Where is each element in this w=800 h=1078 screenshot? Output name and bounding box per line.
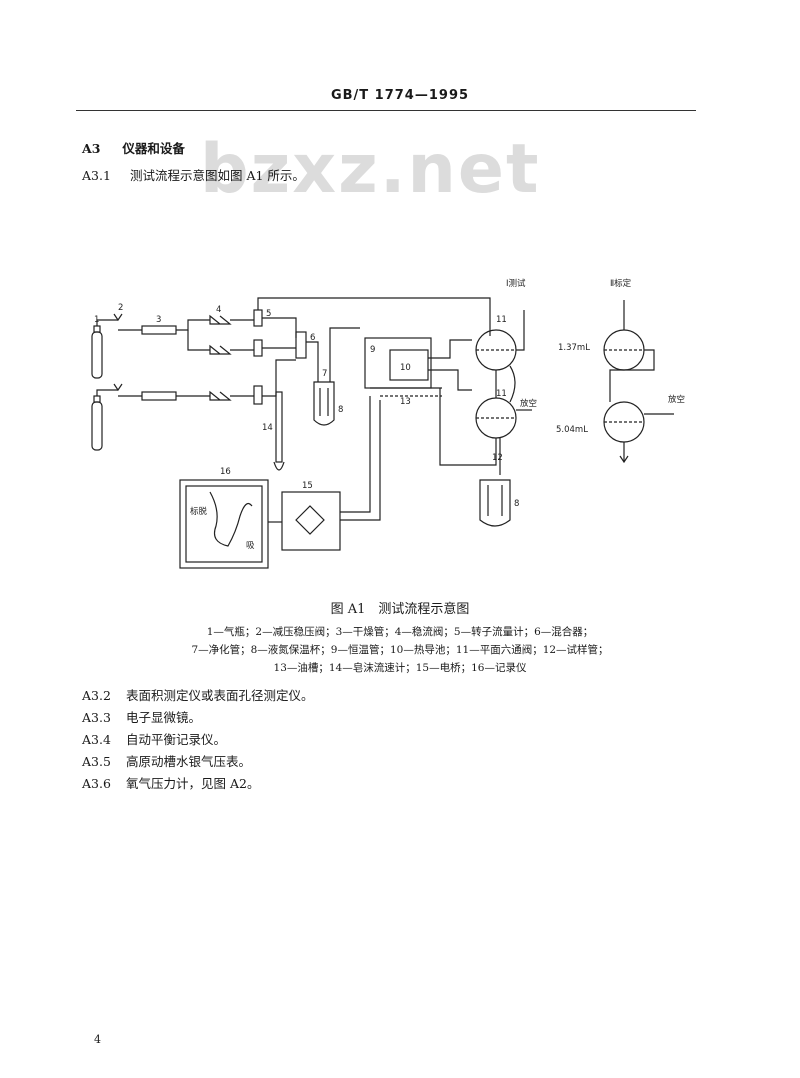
legend-line-2: 7—净化管；8—液氮保温杯；9—恒温管；10—热导池；11—平面六通阀；12—试…	[191, 644, 609, 656]
item-number: A3.5	[82, 754, 111, 769]
label-vent1: 放空	[520, 398, 537, 409]
legend-line-1: 1—气瓶；2—减压稳压阀；3—干燥管；4—稳流阀；5—转子流量计；6—混合器；	[206, 626, 594, 638]
item-text: 高原动槽水银气压表。	[126, 754, 252, 769]
label-n8b: 8	[514, 499, 519, 509]
label-vent2: 放空	[668, 394, 685, 405]
figure-caption: 图 A1 测试流程示意图	[330, 602, 470, 617]
para-a31: A3.1 测试流程示意图如图 A1 所示。	[82, 165, 305, 184]
label-n12: 12	[492, 453, 503, 463]
item-number: A3.3	[82, 710, 111, 725]
drying-tube-1	[141, 325, 177, 335]
label-n14: 14	[262, 423, 273, 433]
mixer	[295, 331, 307, 359]
item-text: 电子显微镜。	[126, 710, 202, 725]
section-title: 仪器和设备	[122, 141, 185, 156]
item-number: A3.6	[82, 776, 111, 791]
rotameter-3	[253, 385, 263, 405]
label-n9: 9	[370, 345, 375, 355]
label-n10: 10	[400, 363, 411, 373]
item-text: 表面积测定仪或表面孔径测定仪。	[126, 688, 314, 703]
label-n5: 5	[266, 309, 271, 319]
item-a34: A3.4 自动平衡记录仪。	[82, 729, 226, 748]
drying-tube-2	[141, 391, 177, 401]
label-n1: 1	[94, 315, 99, 325]
header-rule	[76, 110, 696, 111]
label-test-mode: Ⅰ测试	[506, 278, 526, 289]
label-n13: 13	[400, 397, 411, 407]
sample-dewar	[479, 479, 511, 527]
rotameter-1	[253, 309, 263, 327]
bubble-flowmeter	[275, 391, 283, 463]
regulator-2	[113, 383, 123, 392]
label-n11b: 11	[496, 389, 507, 399]
bridge	[281, 491, 341, 551]
item-number: A3.4	[82, 732, 111, 747]
label-cal-mode: Ⅱ标定	[610, 278, 632, 289]
label-n3: 3	[156, 315, 161, 325]
item-a33: A3.3 电子显微镜。	[82, 707, 201, 726]
purifier-dewar	[313, 381, 335, 426]
item-text: 氧气压力计，见图 A2。	[126, 776, 260, 791]
item-a32: A3.2 表面积测定仪或表面孔径测定仪。	[82, 685, 314, 704]
para-number: A3.1	[82, 168, 111, 183]
flow-diagram: 1 2 3 4 5 6 7 8 8 9 10 11 11 12 13 14 15…	[91, 278, 685, 569]
section-number: A3	[82, 141, 101, 156]
cylinder-valve-1	[93, 325, 101, 333]
gas-cylinder-2	[91, 401, 103, 451]
item-number: A3.2	[82, 688, 111, 703]
rotameter-2	[253, 339, 263, 357]
label-n7: 7	[322, 369, 327, 379]
pipe-top	[257, 297, 491, 326]
pipe-cyl2	[96, 389, 118, 396]
cylinder-valve-2	[93, 395, 101, 403]
label-n15: 15	[302, 481, 313, 491]
label-n11a: 11	[496, 315, 507, 325]
label-rec-mark: 标脱	[190, 506, 208, 517]
label-vol1: 1.37mL	[558, 343, 590, 353]
label-n16: 16	[220, 467, 231, 477]
para-text: 测试流程示意图如图 A1 所示。	[129, 168, 305, 183]
label-n8a: 8	[338, 405, 343, 415]
section-heading: A3 仪器和设备	[82, 138, 185, 157]
item-text: 自动平衡记录仪。	[126, 732, 227, 747]
label-n6: 6	[310, 333, 315, 343]
standard-header: GB/T 1774—1995	[330, 88, 470, 103]
label-vol2: 5.04mL	[556, 425, 588, 435]
label-n2: 2	[118, 303, 123, 313]
recorder	[179, 479, 269, 569]
label-rec-absorb: 吸	[246, 541, 255, 551]
legend-line-3: 13—油槽；14—皂沫流速计；15—电桥；16—记录仪	[273, 662, 527, 674]
label-n4: 4	[216, 305, 221, 315]
item-a35: A3.5 高原动槽水银气压表。	[82, 751, 251, 770]
page-number: 4	[94, 1033, 101, 1046]
item-a36: A3.6 氧气压力计，见图 A2。	[82, 773, 259, 792]
pipe-cyl1	[96, 319, 118, 326]
regulator-1	[113, 313, 123, 322]
watermark: bzxz.net	[200, 130, 541, 209]
gas-cylinder-1	[91, 331, 103, 379]
tcd	[389, 349, 429, 381]
